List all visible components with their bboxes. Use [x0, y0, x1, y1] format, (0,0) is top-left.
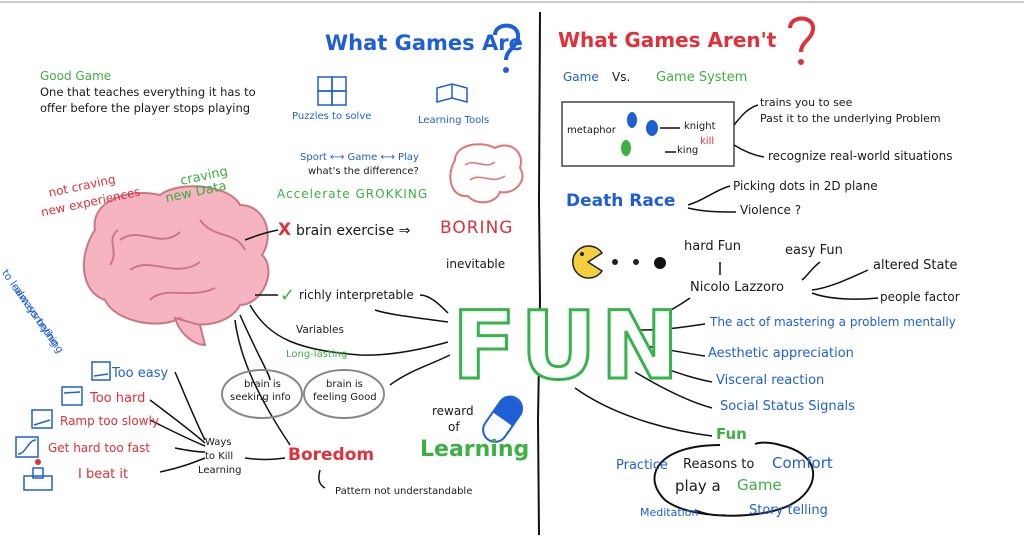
seeking-line2: seeking info [230, 392, 291, 403]
learning-label: Learning [420, 437, 530, 462]
death-race-label: Death Race [566, 191, 676, 211]
fun-center-word: FUN [450, 292, 684, 401]
reasons-line1: Reasons to [683, 457, 755, 472]
storytelling-label: Story telling [749, 503, 828, 518]
good-game-label: Good Game [40, 69, 112, 83]
reasons-line2: play a [675, 477, 721, 495]
too-hard: Too hard [90, 391, 146, 406]
ways-line1: Ways [205, 437, 232, 448]
right-title: What Games Aren't [558, 28, 777, 52]
reasons-loop [653, 441, 815, 517]
check-mark: ✓ [280, 285, 296, 306]
reward-line2: of [448, 420, 460, 434]
feeling-good-bubble [303, 369, 385, 419]
left-title: What Games Are [325, 31, 523, 55]
social-status-signals: Social Status Signals [720, 399, 855, 414]
metaphor-box [561, 101, 735, 167]
center-divider [536, 11, 542, 536]
pattern-not-understandable: Pattern not understandable [335, 486, 473, 497]
book-icon [436, 83, 468, 103]
brain-exercise-label: brain exercise ⇒ [296, 223, 411, 239]
i-beat-it: I beat it [78, 467, 129, 482]
meditation-label: Meditation [640, 506, 699, 519]
chess-pieces-icon [621, 112, 658, 156]
feeling-line1: brain is [326, 379, 363, 390]
question-mark-blue [493, 23, 520, 61]
good-game-line2: offer before the player stops playing [40, 101, 251, 115]
altered-state-label: altered State [873, 258, 958, 273]
brain-outline-icon [449, 143, 524, 204]
whats-difference: what's the difference? [308, 166, 419, 177]
learning-tools-label: Learning Tools [418, 115, 490, 126]
easy-fun-label: easy Fun [785, 243, 843, 258]
violence-label: Violence ? [740, 203, 802, 217]
seeking-info-bubble [221, 369, 303, 419]
ramp-too-slowly: Ramp too slowly [60, 414, 159, 428]
pacman-icon [572, 245, 666, 279]
hard-fun-label: hard Fun [684, 239, 741, 254]
game-word-label: Game [737, 476, 782, 494]
recognize-label: recognize real-world situations [768, 149, 953, 163]
puzzles-label: Puzzles to solve [292, 111, 372, 122]
inevitable-label: inevitable [446, 257, 506, 271]
vs-label: Vs. [612, 70, 631, 84]
difficulty-graph-icons [15, 361, 111, 491]
act-of-mastering: The act of mastering a problem mentally [710, 315, 956, 329]
good-game-line1: One that teaches everything it has to [40, 85, 256, 99]
reward-line1: reward [432, 404, 474, 418]
puzzle-icon [317, 76, 347, 106]
long-lasting-label: Long-lasting [286, 349, 348, 360]
richly-interpretable: richly interpretable [299, 288, 414, 302]
game-system-label: Game System [656, 70, 748, 85]
variables-label: Variables [296, 324, 344, 336]
question-mark-red [788, 16, 815, 53]
pill-icon [482, 395, 524, 443]
fun-small-label: Fun [716, 425, 747, 443]
comfort-label: Comfort [772, 454, 833, 472]
practice-label: Practice [616, 458, 668, 473]
x-mark: X [278, 220, 292, 240]
aesthetic-appreciation: Aesthetic appreciation [708, 346, 854, 361]
accelerate-grokking: Accelerate GROKKING [277, 187, 429, 201]
picking-dots-label: Picking dots in 2D plane [733, 179, 878, 193]
brain-icon [82, 185, 270, 347]
sport-game-play: Sport ⟷ Game ⟷ Play [300, 152, 419, 163]
boring-label: BORING [440, 218, 514, 238]
people-factor-label: people factor [880, 290, 960, 304]
ways-line3: Learning [198, 465, 242, 476]
king-label: king [677, 145, 699, 156]
visceral-reaction: Visceral reaction [716, 373, 825, 388]
trains-line2: Past it to the underlying Problem [760, 112, 941, 125]
boredom-label: Boredom [288, 445, 375, 465]
trains-line1: trains you to see [760, 96, 853, 109]
seeking-line1: brain is [244, 379, 281, 390]
kill-label: kill [700, 136, 715, 147]
metaphor-label: metaphor [567, 125, 616, 136]
game-label: Game [563, 70, 599, 84]
ways-line2: to Kill [205, 451, 234, 462]
feeling-line2: feeling Good [313, 392, 377, 403]
too-easy: Too easy [112, 366, 169, 381]
nicolo-lazzoro-label: Nicolo Lazzoro [690, 280, 784, 295]
knight-label: knight [684, 121, 716, 132]
get-hard-too-fast: Get hard too fast [48, 441, 151, 455]
